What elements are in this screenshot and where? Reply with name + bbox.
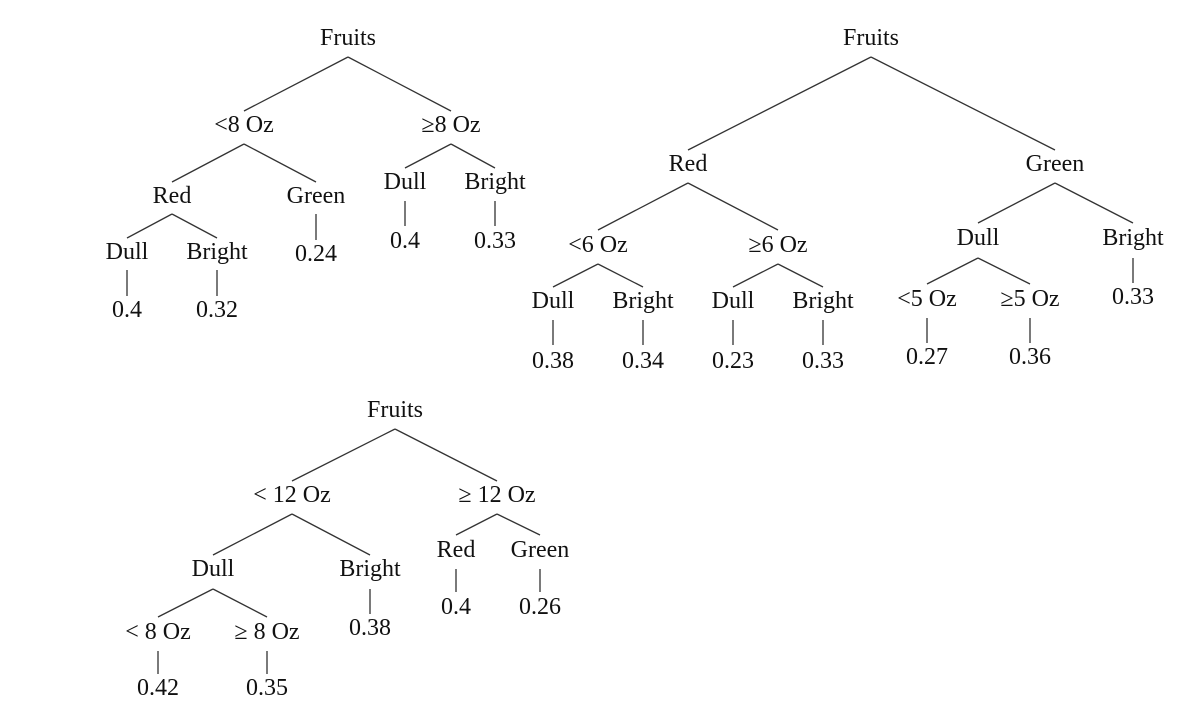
edge (450, 143, 496, 169)
tree-2-leaf-value: 0.33 (802, 348, 844, 374)
tree-2-leaf-value: 0.38 (532, 348, 574, 374)
edge (291, 428, 396, 482)
edge (212, 513, 293, 556)
tree-3-branch-weight-ge-12: ≥ 12 Oz (458, 482, 536, 508)
tree-1-node-green: Green (286, 183, 346, 209)
tree-1-node-red: Red (152, 183, 192, 209)
tree-1-leaf-value: 0.4 (390, 228, 420, 254)
tree-2-root-label: Fruits (842, 25, 900, 51)
tree-2-branch-weight-lt-6: <6 Oz (568, 232, 628, 258)
tree-2-branch-weight-lt-5: <5 Oz (897, 286, 957, 312)
tree-1-root-label: Fruits (319, 25, 377, 51)
tree-2-node-bright: Bright (1102, 225, 1164, 251)
tree-2-leaf-value: 0.27 (906, 344, 948, 370)
edge (171, 143, 245, 183)
tree-3-leaf-value: 0.35 (246, 675, 288, 701)
edge (404, 143, 452, 169)
tree-3-node-red: Red (436, 537, 476, 563)
tree-1-node-dull: Dull (383, 169, 427, 195)
tree-2-node-dull: Dull (531, 288, 575, 314)
edge (496, 513, 541, 536)
edge (157, 588, 214, 618)
edge (777, 263, 824, 288)
tree-2-node-bright: Bright (612, 288, 674, 314)
tree-1-node-dull: Dull (105, 239, 149, 265)
edge (732, 263, 779, 288)
tree-2-branch-weight-ge-6: ≥6 Oz (748, 232, 808, 258)
tree-2-node-green: Green (1025, 151, 1085, 177)
edge (926, 257, 979, 285)
edge (347, 56, 452, 112)
tree-3-root-label: Fruits (366, 397, 424, 423)
edge (552, 263, 599, 288)
tree-3-leaf-value: 0.42 (137, 675, 179, 701)
edge (977, 257, 1031, 285)
tree-1-branch-weight-ge-8: ≥8 Oz (421, 112, 481, 138)
tree-1-node-bright: Bright (186, 239, 248, 265)
tree-3-node-green: Green (510, 537, 570, 563)
edge (171, 213, 218, 239)
edge (870, 56, 1056, 151)
tree-3-branch-weight-lt-12: < 12 Oz (253, 482, 331, 508)
edge (597, 182, 689, 231)
tree-1-leaf-value: 0.24 (295, 241, 337, 267)
tree-1-branch-weight-lt-8: <8 Oz (214, 112, 274, 138)
tree-2-leaf-value: 0.23 (712, 348, 754, 374)
tree-2-node-red: Red (668, 151, 708, 177)
edge (1054, 182, 1134, 224)
tree-1-node-bright: Bright (464, 169, 526, 195)
tree-1-leaf-value: 0.4 (112, 297, 142, 323)
edge (687, 56, 872, 151)
edge (126, 213, 173, 239)
tree-2-node-dull: Dull (711, 288, 755, 314)
tree-3-node-bright: Bright (339, 556, 401, 582)
edge (597, 263, 644, 288)
tree-1-leaf-value: 0.32 (196, 297, 238, 323)
edge (687, 182, 779, 231)
tree-2-leaf-value: 0.33 (1112, 284, 1154, 310)
edge (291, 513, 371, 556)
edge (212, 588, 268, 618)
tree-1-leaf-value: 0.33 (474, 228, 516, 254)
tree-3-node-dull: Dull (191, 556, 235, 582)
tree-3-leaf-value: 0.4 (441, 594, 471, 620)
tree-2-node-dull: Dull (956, 225, 1000, 251)
tree-3-leaf-value: 0.38 (349, 615, 391, 641)
tree-2-leaf-value: 0.36 (1009, 344, 1051, 370)
edge (977, 182, 1056, 224)
tree-2-leaf-value: 0.34 (622, 348, 664, 374)
tree-3-leaf-value: 0.26 (519, 594, 561, 620)
edge (243, 143, 317, 183)
tree-2-node-bright: Bright (792, 288, 854, 314)
tree-3-branch-weight-lt-8: < 8 Oz (125, 619, 191, 645)
tree-2-branch-weight-ge-5: ≥5 Oz (1000, 286, 1060, 312)
edge (243, 56, 349, 112)
edge (455, 513, 498, 536)
edge (394, 428, 498, 482)
tree-3-branch-weight-ge-8: ≥ 8 Oz (234, 619, 300, 645)
